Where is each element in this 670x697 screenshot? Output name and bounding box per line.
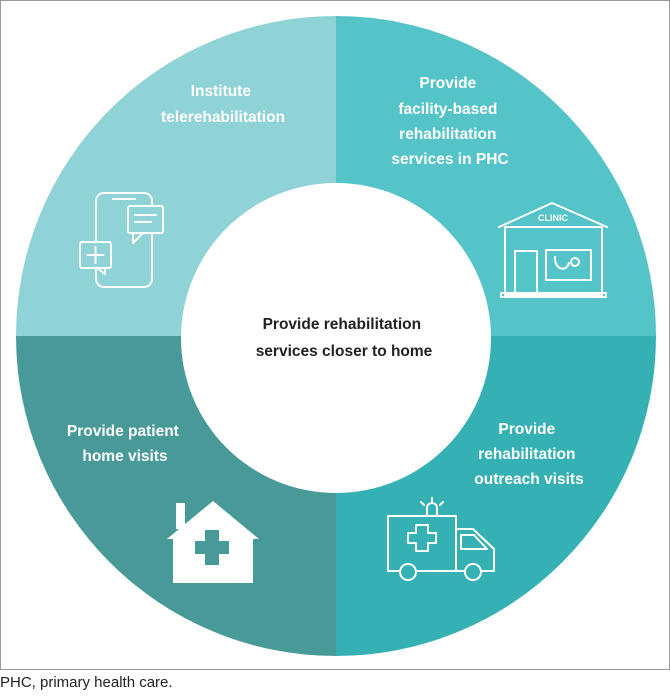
label-line: Provide <box>498 421 555 438</box>
label-outreach-visits: Provide rehabilitation outreach visits <box>474 421 583 488</box>
label-line: outreach visits <box>474 471 583 488</box>
label-line: rehabilitation <box>399 126 496 143</box>
figure-frame: Institute telerehabilitation Provide fac… <box>0 0 670 670</box>
center-label: Provide rehabilitation services closer t… <box>256 316 433 360</box>
label-line: facility-based <box>398 101 497 118</box>
phone-chat-icon <box>79 192 164 288</box>
label-facility-based: Provide facility-based rehabilitation se… <box>391 75 508 168</box>
label-line: Provide patient <box>67 423 179 440</box>
label-line: telerehabilitation <box>161 109 285 126</box>
label-line: rehabilitation <box>478 446 575 463</box>
label-line: Institute <box>191 83 252 100</box>
label-line: home visits <box>82 448 167 465</box>
label-telerehabilitation: Institute telerehabilitation <box>161 83 285 126</box>
label-line: services in PHC <box>391 151 508 168</box>
label-home-visits: Provide patient home visits <box>67 423 183 465</box>
clinic-sign-text: CLINIC <box>538 213 568 223</box>
clinic-icon: CLINIC <box>498 202 608 298</box>
ambulance-icon <box>387 497 495 581</box>
rehabilitation-ring-diagram: Institute telerehabilitation Provide fac… <box>16 16 656 656</box>
house-cross-icon <box>167 501 259 583</box>
footnote: PHC, primary health care. <box>0 674 173 691</box>
center-line: services closer to home <box>256 343 433 360</box>
center-line: Provide rehabilitation <box>263 316 421 333</box>
label-line: Provide <box>419 75 476 92</box>
center-circle <box>181 183 491 493</box>
